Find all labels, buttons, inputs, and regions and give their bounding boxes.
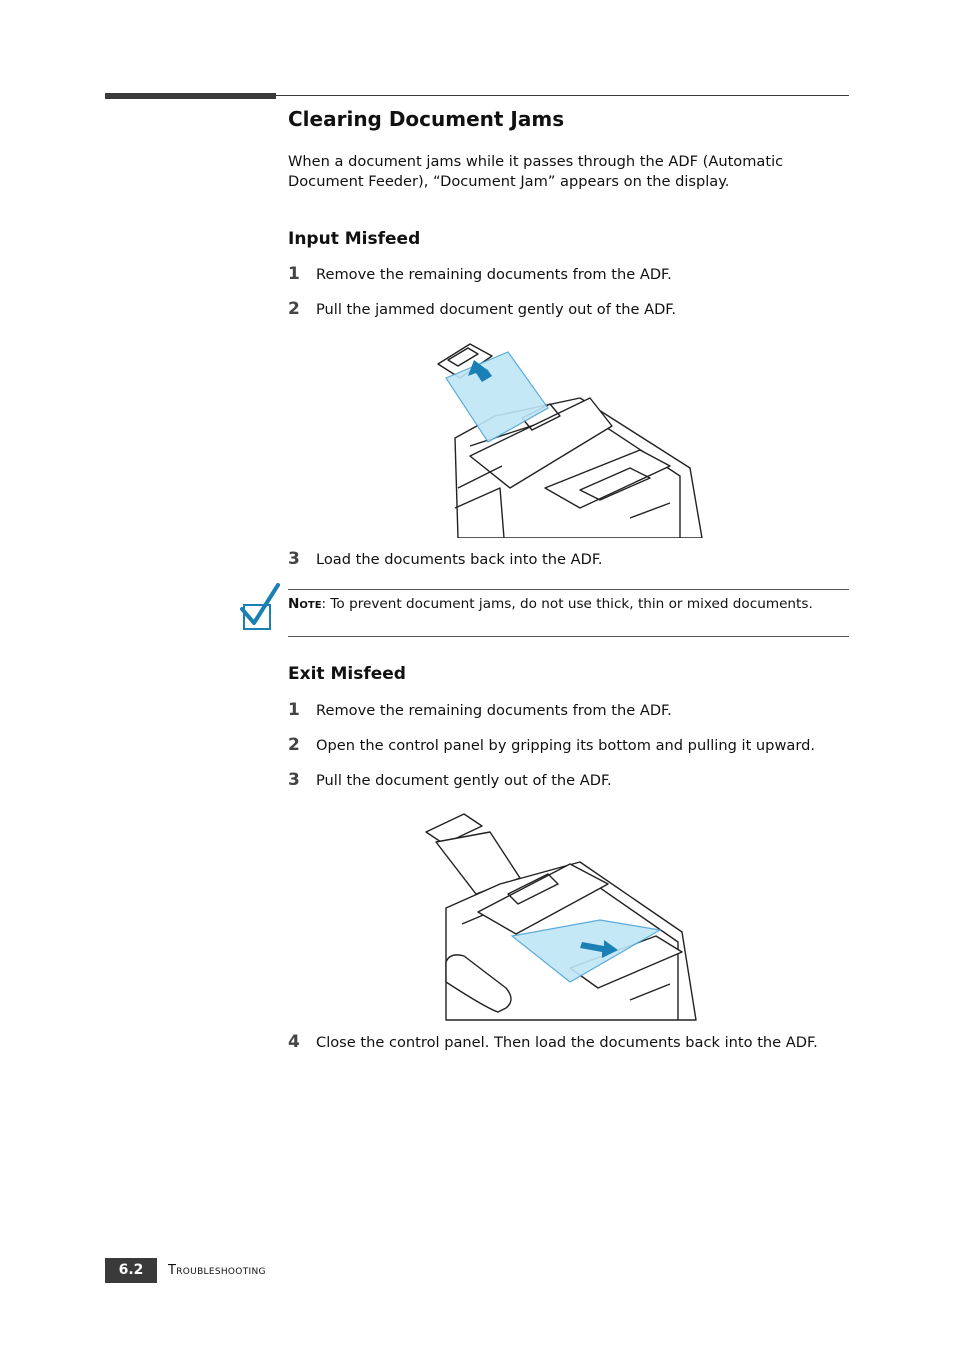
- step-number: 3: [288, 549, 300, 569]
- input-misfeed-illustration: [430, 338, 710, 538]
- step-text: Remove the remaining documents from the …: [316, 702, 672, 719]
- step-text: Remove the remaining documents from the …: [316, 266, 672, 283]
- exit-step-1: 1 Remove the remaining documents from th…: [288, 700, 672, 720]
- exit-misfeed-illustration: [420, 812, 700, 1022]
- input-misfeed-heading: Input Misfeed: [288, 229, 421, 249]
- section-title: Clearing Document Jams: [288, 107, 565, 131]
- step-text: Close the control panel. Then load the d…: [316, 1034, 818, 1051]
- intro-paragraph: When a document jams while it passes thr…: [288, 153, 784, 190]
- header-rule-thick: [105, 93, 276, 99]
- exit-step-2: 2 Open the control panel by gripping its…: [288, 735, 815, 755]
- step-number: 4: [288, 1032, 300, 1052]
- note-rule-top: [288, 589, 849, 590]
- checkmark-icon: [240, 583, 280, 633]
- note-rule-bottom: [288, 636, 849, 637]
- input-step-1: 1 Remove the remaining documents from th…: [288, 264, 672, 284]
- step-number: 1: [288, 700, 300, 720]
- note-text: Note: To prevent document jams, do not u…: [288, 596, 813, 612]
- step-number: 3: [288, 770, 300, 790]
- exit-step-3: 3 Pull the document gently out of the AD…: [288, 770, 612, 790]
- note-body: : To prevent document jams, do not use t…: [321, 596, 813, 612]
- step-text: Load the documents back into the ADF.: [316, 551, 603, 568]
- input-step-3: 3 Load the documents back into the ADF.: [288, 549, 603, 569]
- input-step-2: 2 Pull the jammed document gently out of…: [288, 299, 676, 319]
- exit-misfeed-heading: Exit Misfeed: [288, 664, 406, 684]
- step-number: 1: [288, 264, 300, 284]
- step-text: Open the control panel by gripping its b…: [316, 737, 815, 754]
- header-rule-thin: [276, 95, 849, 96]
- chapter-label: Troubleshooting: [168, 1263, 266, 1278]
- step-text: Pull the document gently out of the ADF.: [316, 772, 612, 789]
- step-number: 2: [288, 735, 300, 755]
- note-label: Note: [288, 596, 322, 612]
- page-number: 6.2: [105, 1258, 157, 1283]
- exit-step-4: 4 Close the control panel. Then load the…: [288, 1032, 818, 1052]
- step-number: 2: [288, 299, 300, 319]
- step-text: Pull the jammed document gently out of t…: [316, 301, 676, 318]
